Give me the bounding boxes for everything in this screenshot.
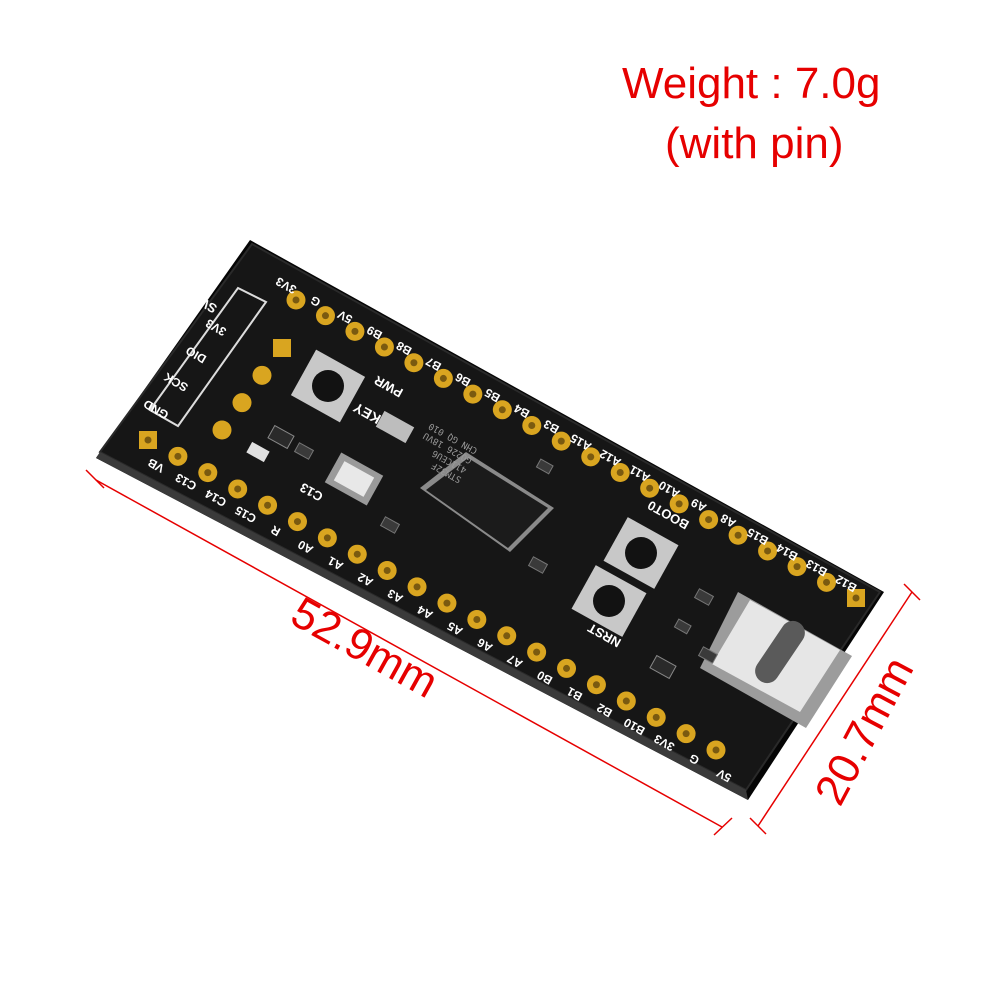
boot0-button[interactable] [603,517,679,589]
top-header-label: B8 [394,338,414,358]
bottom-header-label: B0 [534,668,554,688]
bottom-header-pad-hole [622,697,630,705]
bottom-header-pad-hole [413,583,421,591]
top-header-pad-hole [705,516,713,524]
bottom-header-pad-hole [563,664,571,672]
smd-components [246,424,719,680]
bottom-header-pad-hole [533,648,541,656]
top-header-pad-hole [587,453,595,461]
swd-header-pad [232,393,252,413]
bottom-header-label: A6 [475,635,495,655]
top-header-label: A9 [688,495,708,515]
top-header-pad-hole [439,374,447,382]
top-header-label: B7 [423,354,443,374]
top-header-label: B9 [364,323,384,343]
nrst-button[interactable] [571,565,647,637]
top-header-label: B5 [482,385,502,405]
top-header-label: B4 [511,401,531,421]
top-header-pad-hole [380,343,388,351]
bottom-header-pad-hole [293,518,301,526]
bottom-header-pad-hole [264,501,272,509]
top-header-pad-hole [734,531,742,539]
with-pin-caption: (with pin) [665,119,844,168]
bottom-header-pad-hole [234,485,242,493]
usb-c-connector-icon[interactable] [700,592,852,728]
bottom-header-label: 5V [714,766,734,785]
bottom-header-pad-hole [383,567,391,575]
top-header-pad-hole [764,547,772,555]
top-header-pad-hole [852,594,860,602]
bottom-header-pad-hole [144,436,152,444]
bottom-header-pad-hole [174,452,182,460]
bottom-header-pad-hole [592,681,600,689]
weight-caption: Weight : 7.0g [622,59,881,108]
top-header-pad-hole [351,327,359,335]
bottom-header-pad-hole [473,615,481,623]
bottom-header-label: A5 [445,619,465,639]
top-header-pad-hole [823,578,831,586]
bottom-header-label: A2 [355,570,375,590]
top-header-label: A8 [718,511,738,531]
top-header-pad-hole [469,390,477,398]
top-header [286,290,865,607]
bottom-header-pad-hole [682,730,690,738]
bottom-header-pad-hole [353,550,361,558]
top-header-pad-hole [646,484,654,492]
bottom-header-label: A0 [295,537,315,557]
bottom-header-pad-hole [503,632,511,640]
top-header-pad-hole [292,296,300,304]
top-header-label: B3 [541,417,561,437]
bottom-header-pad-hole [652,713,660,721]
top-header-pad-hole [616,469,624,477]
top-header-pad-hole [498,406,506,414]
top-header-label: 5V [335,307,355,326]
bottom-header-label: A7 [504,651,524,671]
bottom-header-pad-hole [712,746,720,754]
bottom-header-label: B1 [564,684,584,704]
swd-header-pad [212,420,232,440]
bottom-header [139,431,726,760]
top-header-pad-hole [675,500,683,508]
crystal-hse [324,452,384,506]
top-header-pad-hole [557,437,565,445]
bottom-header-labels: VBC13C14C15RA0A1A2A3A4A5A6A7B0B1B2B103V3… [145,455,734,785]
bottom-header-pad-hole [323,534,331,542]
bottom-header-label: A3 [385,586,405,606]
bottom-header-label: B2 [594,700,614,720]
pwr-key-button[interactable] [290,349,366,423]
bottom-header-label: A4 [415,602,435,622]
bottom-header-label: A1 [325,553,345,573]
top-header-pad-hole [528,421,536,429]
swd-header-pad [252,365,272,385]
bottom-header-pad-hole [443,599,451,607]
bottom-header-pad-hole [204,469,212,477]
top-header-label: B6 [453,370,473,390]
crystal-lse [375,410,415,444]
top-header-pad-hole [793,563,801,571]
swd-header-pad [273,339,291,357]
top-header-pad-hole [410,359,418,367]
top-header-pad-hole [321,312,329,320]
